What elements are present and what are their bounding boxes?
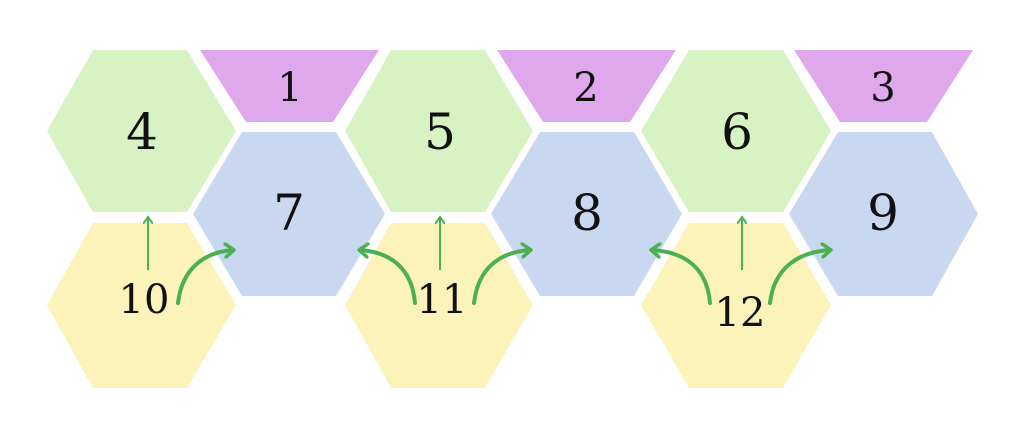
hex-cell-7 — [193, 132, 385, 296]
hex-cell-10 — [47, 223, 236, 388]
label-2: 2 — [573, 65, 598, 111]
label-11: 11 — [417, 277, 468, 323]
curved-arrow-11-left — [360, 250, 417, 305]
label-7: 7 — [273, 184, 305, 242]
label-3: 3 — [870, 65, 895, 111]
label-9: 9 — [867, 184, 899, 242]
label-1: 1 — [277, 65, 302, 111]
hex-cell-8 — [491, 132, 682, 296]
hex-cell-2 — [497, 50, 676, 122]
hex-cell-6 — [641, 50, 831, 212]
curved-arrow-11-right — [472, 250, 530, 305]
label-8: 8 — [571, 184, 603, 242]
label-4: 4 — [126, 103, 158, 161]
label-5: 5 — [424, 103, 456, 161]
hex-cell-5 — [345, 50, 533, 212]
hex-cell-4 — [47, 50, 236, 212]
label-6: 6 — [721, 103, 753, 161]
hex-cell-11 — [345, 223, 533, 388]
label-12: 12 — [715, 290, 766, 336]
label-10: 10 — [119, 277, 170, 323]
hex-cell-12 — [641, 223, 831, 388]
curved-arrow-12-left — [652, 250, 712, 305]
hex-cell-1 — [200, 50, 379, 122]
hex-cell-9 — [789, 132, 978, 296]
curved-arrow-12-right — [768, 250, 830, 305]
hex-cell-3 — [794, 50, 973, 122]
curved-arrow-10-right — [176, 250, 233, 305]
